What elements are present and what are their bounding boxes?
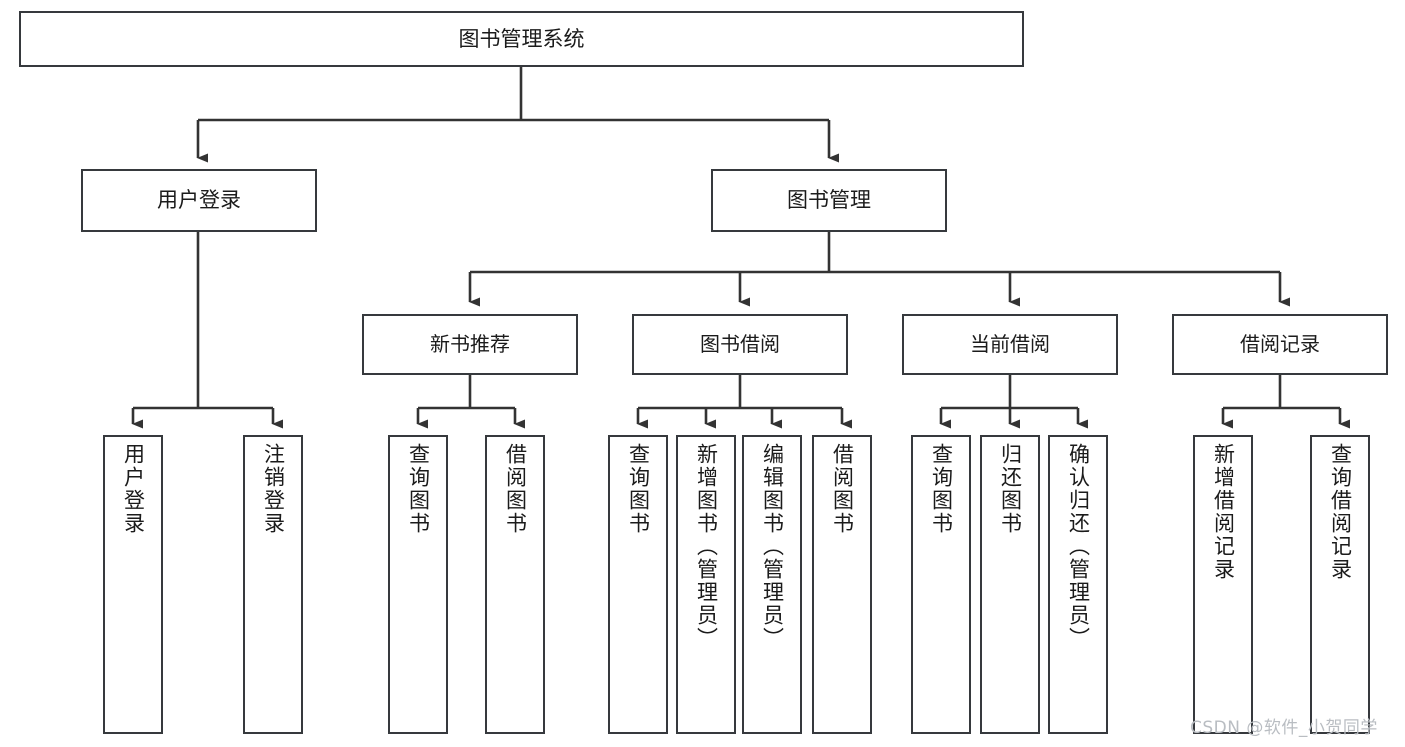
node-leaf-edit-book-admin[interactable]: 编辑图书（管理员）	[742, 435, 802, 734]
node-leaf-query-book-current-label: 查询图书	[929, 443, 954, 535]
node-current-borrow-label: 当前借阅	[970, 331, 1050, 356]
node-root-label: 图书管理系统	[458, 26, 585, 51]
node-book-borrow-label: 图书借阅	[700, 331, 780, 356]
node-leaf-logout[interactable]: 注销登录	[243, 435, 303, 734]
node-leaf-query-borrow-record[interactable]: 查询借阅记录	[1310, 435, 1370, 734]
node-leaf-add-borrow-record[interactable]: 新增借阅记录	[1193, 435, 1253, 734]
node-leaf-query-book-recommend[interactable]: 查询图书	[388, 435, 448, 734]
node-book-management[interactable]: 图书管理	[711, 169, 947, 232]
node-borrow-record-label: 借阅记录	[1240, 331, 1320, 356]
node-leaf-borrow-book[interactable]: 借阅图书	[812, 435, 872, 734]
node-leaf-logout-label: 注销登录	[261, 443, 286, 535]
node-leaf-return-book[interactable]: 归还图书	[980, 435, 1040, 734]
node-leaf-return-book-label: 归还图书	[998, 443, 1023, 535]
node-user-login-label: 用户登录	[157, 188, 241, 213]
node-root-system[interactable]: 图书管理系统	[19, 11, 1024, 67]
node-leaf-query-book-current[interactable]: 查询图书	[911, 435, 971, 734]
node-leaf-add-book-admin-label: 新增图书（管理员）	[694, 443, 719, 650]
node-book-borrow[interactable]: 图书借阅	[632, 314, 848, 375]
node-leaf-query-book-recommend-label: 查询图书	[406, 443, 431, 535]
node-leaf-borrow-book-label: 借阅图书	[830, 443, 855, 535]
node-leaf-borrow-book-recommend[interactable]: 借阅图书	[485, 435, 545, 734]
node-new-book-recommend[interactable]: 新书推荐	[362, 314, 578, 375]
node-leaf-user-login[interactable]: 用户登录	[103, 435, 163, 734]
node-leaf-add-book-admin[interactable]: 新增图书（管理员）	[676, 435, 736, 734]
node-leaf-add-borrow-record-label: 新增借阅记录	[1211, 443, 1236, 581]
node-leaf-confirm-return-admin[interactable]: 确认归还（管理员）	[1048, 435, 1108, 734]
node-leaf-query-book-borrow[interactable]: 查询图书	[608, 435, 668, 734]
node-leaf-confirm-return-admin-label: 确认归还（管理员）	[1066, 443, 1091, 650]
node-leaf-borrow-book-recommend-label: 借阅图书	[503, 443, 528, 535]
node-borrow-record[interactable]: 借阅记录	[1172, 314, 1388, 375]
node-leaf-query-book-borrow-label: 查询图书	[626, 443, 651, 535]
node-leaf-edit-book-admin-label: 编辑图书（管理员）	[760, 443, 785, 650]
node-new-book-recommend-label: 新书推荐	[430, 331, 510, 356]
node-current-borrow[interactable]: 当前借阅	[902, 314, 1118, 375]
node-leaf-query-borrow-record-label: 查询借阅记录	[1328, 443, 1353, 581]
node-user-login[interactable]: 用户登录	[81, 169, 317, 232]
node-book-management-label: 图书管理	[787, 188, 871, 213]
node-leaf-user-login-label: 用户登录	[121, 443, 146, 535]
csdn-watermark: CSDN @软件_小贺同学	[1190, 718, 1378, 738]
